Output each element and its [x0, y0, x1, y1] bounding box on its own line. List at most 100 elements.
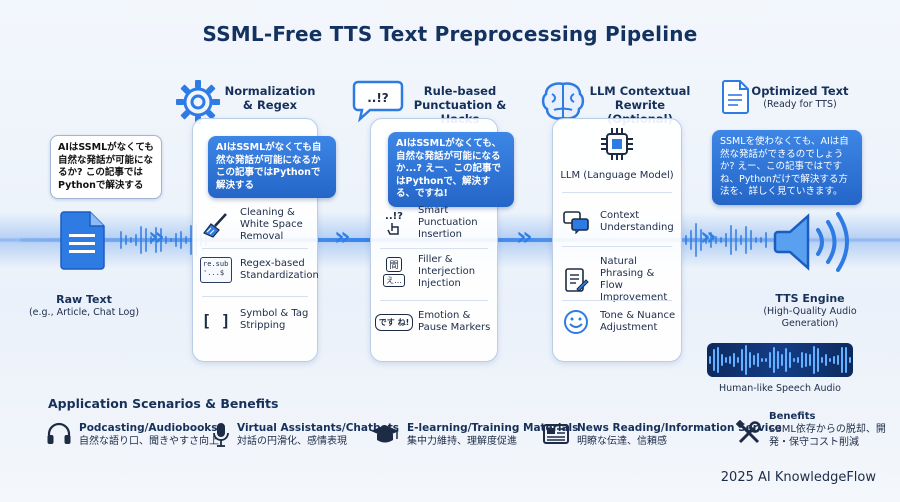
emotion-bubble-icon: です ね!: [374, 308, 414, 336]
svg-text:..!?: ..!?: [367, 91, 389, 105]
llm-item-context: Context Understanding: [560, 208, 680, 236]
app-podcasting: Podcasting/Audiobooks 自然な語り口、聞きやすさ向上: [46, 422, 219, 450]
newspaper-icon: [542, 422, 570, 450]
flow-arrow-icon: »: [334, 222, 351, 252]
divider: [562, 246, 672, 247]
wave-bar: [829, 357, 831, 363]
normalization-item-symbol: [ ] Symbol & Tag Stripping: [200, 306, 316, 334]
app-desc: 自然な語り口、聞きやすさ向上: [79, 436, 219, 447]
footer-brand: 2025 AI KnowledgeFlow: [720, 470, 876, 485]
app-desc: 集中力維持、理解度促進: [407, 436, 517, 447]
wave-bar: [725, 232, 727, 248]
chat-bubbles-icon: [560, 208, 592, 236]
item-label: Tone & Nuance Adjustment: [600, 310, 676, 333]
tts-engine-title: TTS Engine: [775, 292, 845, 305]
wave-bar: [761, 357, 763, 363]
wave-bar: [755, 237, 757, 243]
wave-bar: [805, 352, 807, 368]
llm-model-label: LLM (Language Model): [560, 170, 674, 181]
filler-bubbles-icon: 間 え...: [378, 257, 410, 287]
wave-bar: [721, 353, 723, 367]
normalization-item-cleaning: Cleaning & White Space Removal: [200, 207, 316, 243]
wave-bar: [717, 347, 719, 373]
speech-audio-label: Human-like Speech Audio: [718, 383, 841, 394]
wave-bar: [801, 351, 803, 369]
wave-bar: [740, 234, 742, 246]
raw-text-sub: (e.g., Article, Chat Log): [28, 307, 140, 318]
flow-arrow-icon: »: [148, 222, 165, 252]
item-label: Regex-based Standardization: [240, 258, 319, 281]
wave-bar: [145, 227, 147, 253]
divider: [380, 300, 488, 301]
speech-audio-waveform: [707, 343, 853, 377]
wave-bar: [140, 226, 142, 254]
wave-bar: [170, 237, 172, 243]
chip-icon: [599, 126, 635, 166]
wave-bar: [837, 354, 839, 366]
rules-item-emotion: です ね! Emotion & Pause Markers: [374, 308, 496, 336]
wave-bar: [735, 228, 737, 252]
wave-bar: [150, 236, 152, 244]
wave-bar: [825, 354, 827, 366]
app-title: Virtual Assistants/Chatbots: [237, 422, 399, 434]
applications-title: Application Scenarios & Benefits: [48, 396, 279, 411]
app-virtual-assistants: Virtual Assistants/Chatbots 対話の円滑化、感情表現: [212, 422, 399, 452]
divider: [562, 192, 672, 193]
gear-icon: [174, 78, 222, 130]
wave-bar: [690, 229, 692, 251]
wave-bar: [733, 352, 735, 368]
optimized-title: Optimized Text: [751, 84, 849, 98]
wave-bar: [709, 356, 711, 364]
wave-bar: [125, 235, 127, 245]
flow-arrow-icon: »: [700, 222, 717, 252]
wave-bar: [773, 346, 775, 374]
wave-bar: [813, 345, 815, 375]
wave-bar: [695, 223, 697, 257]
rules-bubble: AIはSSMLがなくても、自然な発話が可能になるか...? えー、この記事ではP…: [388, 132, 514, 207]
wave-bar: [165, 236, 167, 244]
wave-bar: [793, 357, 795, 363]
wave-bar: [750, 229, 752, 251]
item-label: Emotion & Pause Markers: [418, 310, 491, 333]
pointer-hand-icon: ..!?: [378, 209, 410, 237]
wave-bar: [817, 348, 819, 372]
page-title: SSML-Free TTS Text Preprocessing Pipelin…: [202, 22, 698, 46]
wave-bar: [769, 352, 771, 368]
tools-icon: [735, 419, 762, 450]
wave-bar: [797, 356, 799, 364]
raw-text-bubble: AIはSSMLがなくても自然な発話が可能になるか? この記事ではPythonで解…: [50, 135, 162, 199]
rules-item-filler: 間 え... Filler & Interjection Injection: [378, 254, 496, 290]
graduation-cap-icon: [370, 422, 400, 450]
wave-bar: [845, 347, 847, 373]
item-label: Smart Punctuation Insertion: [418, 205, 478, 240]
wave-bar: [185, 236, 187, 244]
llm-item-phrasing: Natural Phrasing & Flow Improvement: [560, 256, 680, 304]
speech-bubble-icon: ..!?: [352, 78, 404, 126]
regex-code-icon: re.sub'...$: [200, 256, 232, 284]
wave-bar: [135, 233, 137, 247]
wave-bar: [821, 357, 823, 363]
app-news-reading: News Reading/Information Service 明瞭な伝達、信…: [542, 422, 782, 450]
smile-icon: [560, 308, 592, 336]
app-desc: SSML依存からの脱却、開発・保守コスト削減: [769, 424, 886, 448]
wave-bar: [120, 231, 122, 249]
item-label: Cleaning & White Space Removal: [240, 207, 303, 242]
wave-bar: [730, 225, 732, 255]
microphone-icon: [212, 422, 230, 452]
divider: [202, 296, 308, 297]
wave-bar: [741, 349, 743, 371]
app-desc: 対話の円滑化、感情表現: [237, 436, 347, 447]
wave-bar: [720, 237, 722, 243]
wave-bar: [700, 229, 702, 251]
wave-bar: [849, 357, 851, 363]
speaker-icon: [770, 206, 856, 282]
raw-text-label: Raw Text: [56, 293, 112, 306]
normalization-title: Normalization & Regex: [224, 84, 316, 112]
item-label: Context Understanding: [600, 210, 674, 233]
edit-document-icon: [560, 266, 592, 294]
wave-bar: [190, 225, 192, 255]
divider: [562, 300, 672, 301]
wave-bar: [753, 355, 755, 365]
wave-bar: [785, 347, 787, 373]
wave-bar: [789, 351, 791, 369]
